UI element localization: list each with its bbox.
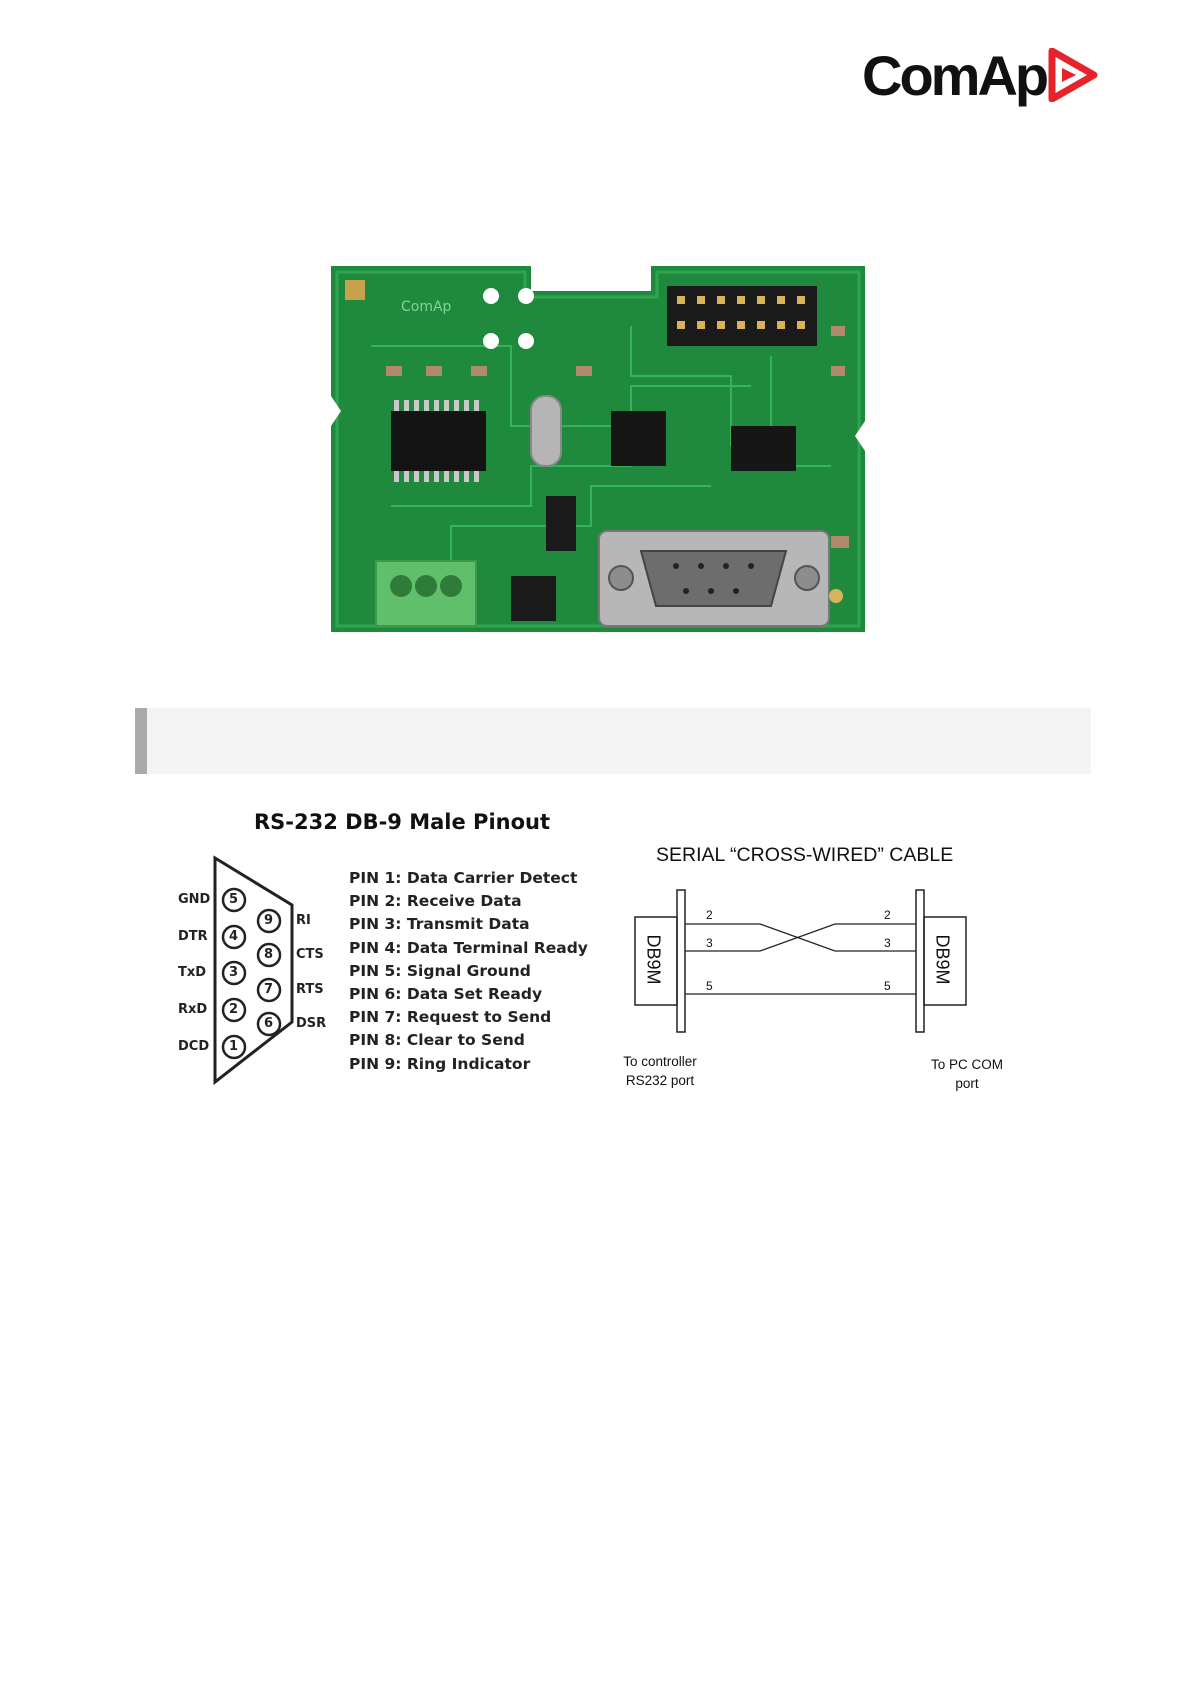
pin-number-4: 4 bbox=[229, 929, 239, 944]
section-heading-bar bbox=[135, 708, 1091, 774]
cross-wired-cable-diagram: SERIAL “CROSS-WIRED” CABLE DB9M DB9M 2 3… bbox=[610, 840, 1030, 1095]
label-dsr: DSR bbox=[296, 1016, 327, 1031]
pinout-title: RS-232 DB-9 Male Pinout bbox=[254, 810, 551, 834]
pin-number-7: 7 bbox=[264, 982, 274, 997]
left-caption: To controller RS232 port bbox=[610, 1052, 710, 1090]
label-dtr: DTR bbox=[178, 929, 208, 944]
left-caption-line: RS232 port bbox=[625, 1073, 695, 1088]
rs232-pinout-diagram: RS-232 DB-9 Male Pinout 5 4 3 2 1 9 8 7 … bbox=[160, 810, 610, 1095]
label-ri: RI bbox=[296, 913, 311, 928]
pcb-board-icon: ComAp bbox=[331, 266, 865, 632]
right-caption-line: port bbox=[955, 1076, 979, 1091]
comap-logo: ComAp bbox=[862, 40, 1122, 110]
label-gnd: GND bbox=[178, 892, 211, 907]
label-cts: CTS bbox=[296, 947, 324, 962]
svg-text:ComAp: ComAp bbox=[401, 299, 452, 315]
pin-description-list: PIN 1: Data Carrier Detect PIN 2: Receiv… bbox=[349, 867, 588, 1076]
db9-connector-icon bbox=[213, 855, 294, 1086]
cable-title: SERIAL “CROSS-WIRED” CABLE bbox=[656, 844, 954, 866]
pin-description: PIN 6: Data Set Ready bbox=[349, 985, 543, 1004]
right-connector-label: DB9M bbox=[932, 934, 953, 985]
left-wire-number-5: 5 bbox=[706, 979, 713, 993]
right-wire-number-3: 3 bbox=[884, 936, 891, 950]
cable-wiring-icon bbox=[634, 889, 967, 1033]
pin-description: PIN 1: Data Carrier Detect bbox=[349, 869, 578, 887]
right-wire-number-5: 5 bbox=[884, 979, 891, 993]
left-connector-label: DB9M bbox=[643, 934, 664, 985]
label-rts: RTS bbox=[296, 982, 324, 997]
left-caption-line: To controller bbox=[623, 1054, 697, 1069]
pcb-board-photo: ComAp bbox=[331, 266, 865, 632]
pin-number-9: 9 bbox=[264, 913, 274, 928]
pin-number-2: 2 bbox=[229, 1002, 239, 1017]
logo-text: ComAp bbox=[862, 43, 1049, 107]
label-rxd: RxD bbox=[178, 1002, 208, 1017]
pin-description: PIN 2: Receive Data bbox=[349, 892, 522, 911]
left-wire-number-2: 2 bbox=[706, 908, 713, 922]
label-dcd: DCD bbox=[178, 1039, 210, 1054]
pin-description: PIN 8: Clear to Send bbox=[349, 1031, 525, 1050]
right-caption: To PC COM port bbox=[917, 1055, 1017, 1093]
label-txd: TxD bbox=[178, 965, 207, 980]
pin-number-5: 5 bbox=[229, 892, 239, 907]
right-wire-number-2: 2 bbox=[884, 908, 891, 922]
pin-description: PIN 7: Request to Send bbox=[349, 1008, 552, 1027]
pin-number-6: 6 bbox=[264, 1016, 274, 1031]
logo-arrow-icon bbox=[1048, 48, 1098, 102]
pin-description: PIN 9: Ring Indicator bbox=[349, 1054, 531, 1073]
left-wire-number-3: 3 bbox=[706, 936, 713, 950]
pin-number-1: 1 bbox=[229, 1039, 239, 1054]
pin-description: PIN 4: Data Terminal Ready bbox=[349, 938, 588, 957]
right-caption-line: To PC COM bbox=[930, 1057, 1003, 1072]
pin-number-8: 8 bbox=[264, 947, 274, 962]
pin-description: PIN 3: Transmit Data bbox=[349, 915, 530, 934]
pin-number-3: 3 bbox=[229, 965, 239, 980]
pin-description: PIN 5: Signal Ground bbox=[349, 961, 531, 980]
